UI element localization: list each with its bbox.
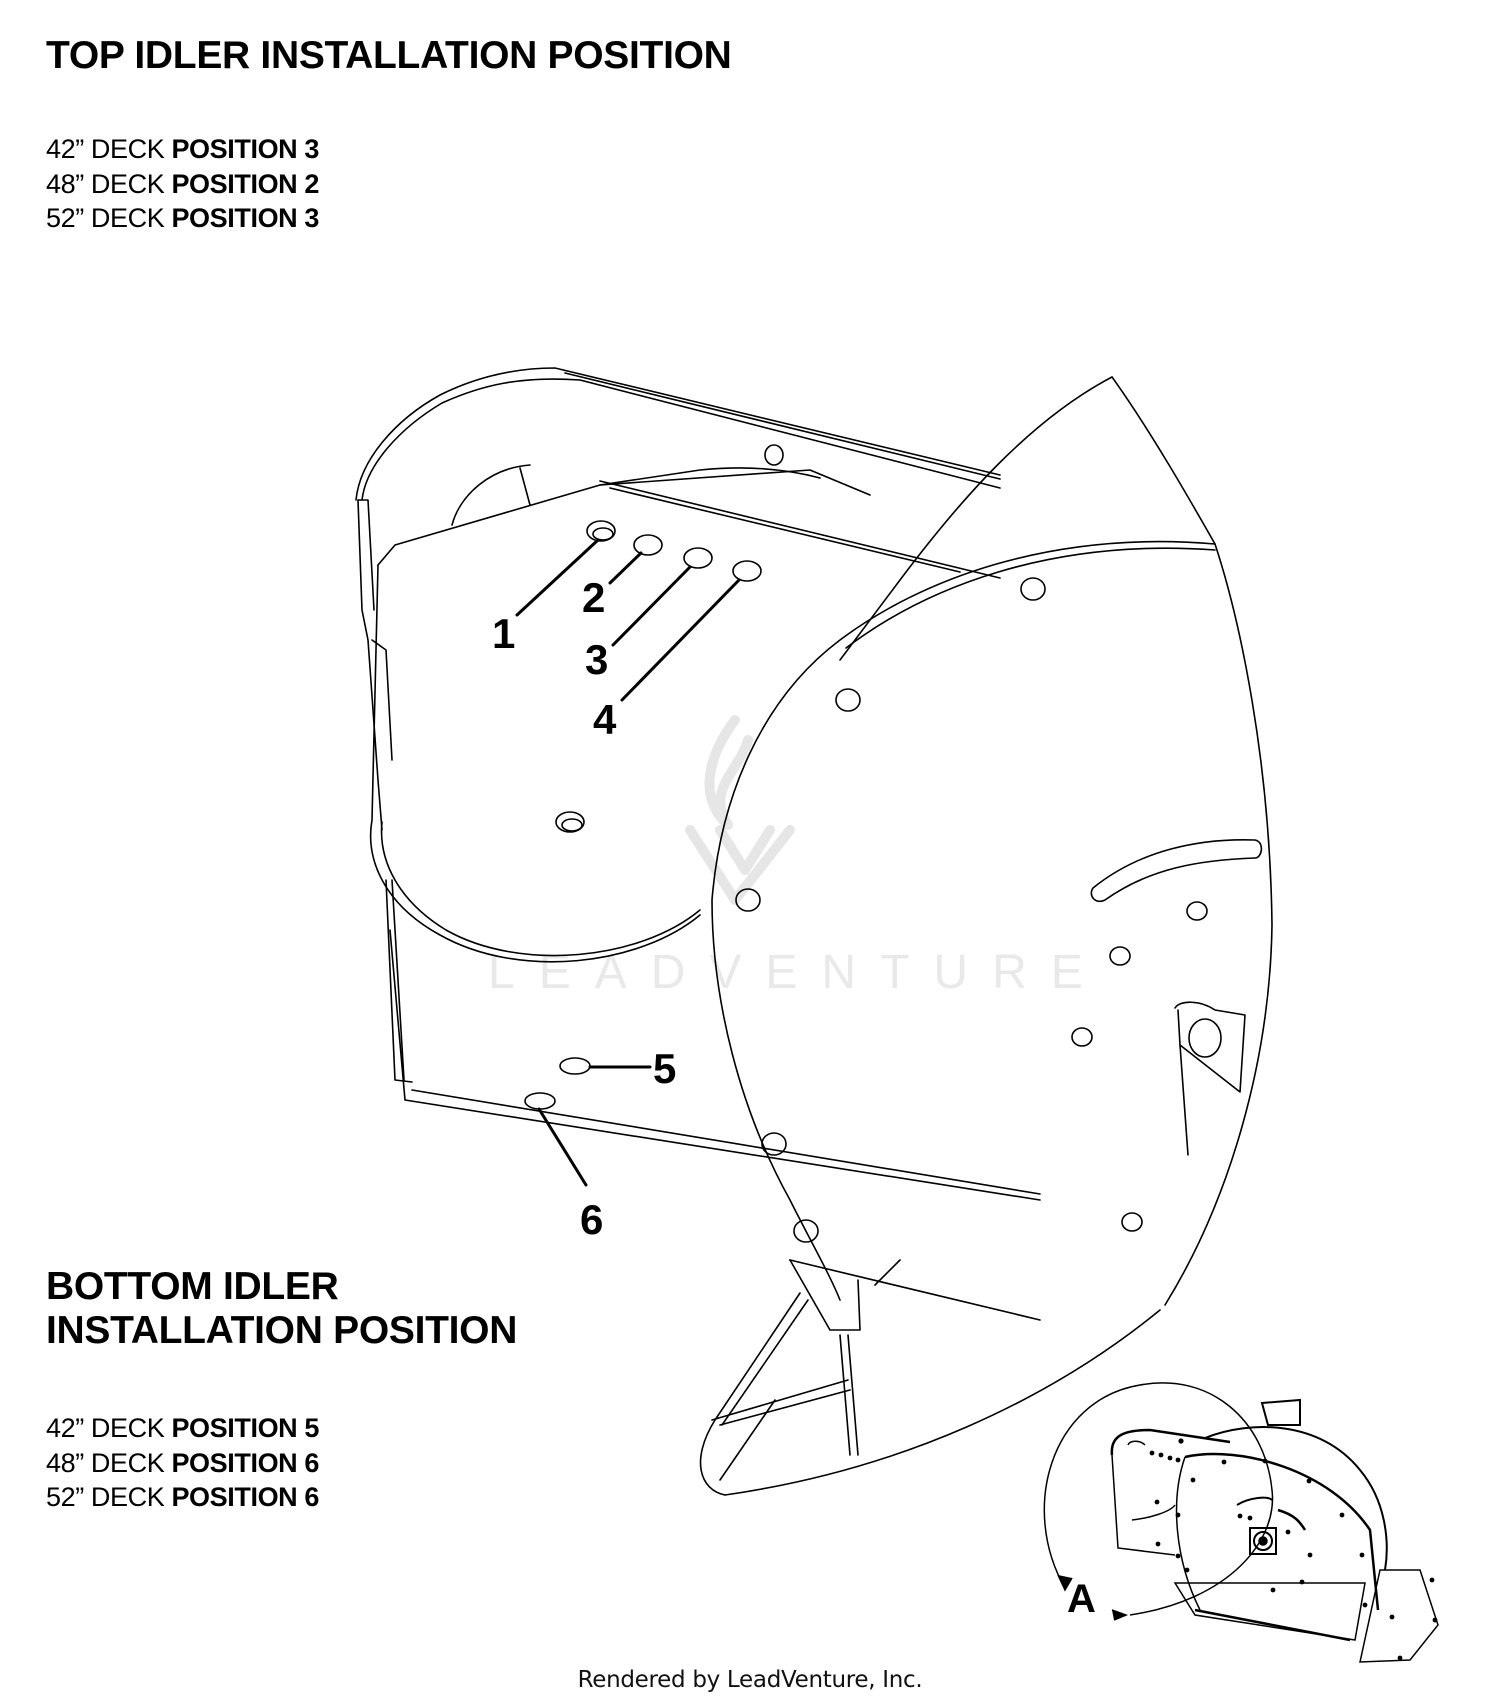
deck-size: 42” DECK: [46, 1413, 165, 1443]
deck-size: 42” DECK: [46, 134, 165, 164]
inset-view-label: A: [1067, 1577, 1096, 1621]
deck-position: POSITION 6: [171, 1482, 319, 1512]
spec-row: 42” DECK POSITION 5: [46, 1411, 319, 1446]
bottom-title-line-2: INSTALLATION POSITION: [46, 1309, 518, 1352]
callout-6: 6: [580, 1196, 603, 1243]
callout-5: 5: [653, 1045, 676, 1092]
bottom-idler-title: BOTTOM IDLER INSTALLATION POSITION: [46, 1265, 517, 1353]
watermark-logo-icon: [685, 715, 795, 905]
deck-size: 52” DECK: [46, 203, 165, 233]
top-idler-spec-list: 42” DECK POSITION 3 48” DECK POSITION 2 …: [46, 132, 319, 236]
callout-3: 3: [585, 636, 608, 683]
top-idler-title: TOP IDLER INSTALLATION POSITION: [46, 34, 732, 77]
idler-housing-outline: [355, 367, 1001, 501]
callout-2: 2: [582, 574, 605, 621]
bottom-idler-spec-list: 42” DECK POSITION 5 48” DECK POSITION 6 …: [46, 1411, 319, 1515]
deck-size: 48” DECK: [46, 1447, 165, 1478]
spec-row: 52” DECK POSITION 6: [46, 1480, 319, 1515]
deck-position: POSITION 6: [171, 1447, 319, 1478]
callout-4: 4: [593, 696, 617, 743]
watermark-text: LEADVENTURE: [488, 946, 1107, 999]
deck-position: POSITION 3: [171, 134, 319, 164]
spec-row: 48” DECK POSITION 6: [46, 1446, 319, 1481]
inset-view-drawing: [1043, 1382, 1439, 1663]
callout-1: 1: [492, 610, 515, 657]
deck-size: 52” DECK: [46, 1482, 165, 1512]
spec-row: 42” DECK POSITION 3: [46, 132, 319, 167]
deck-position: POSITION 5: [171, 1413, 319, 1443]
footer-credit: Rendered by LeadVenture, Inc.: [577, 1667, 923, 1693]
blower-disc: [1111, 376, 1273, 1306]
spec-row: 48” DECK POSITION 2: [46, 167, 319, 202]
deck-position: POSITION 2: [171, 168, 319, 199]
idler-plate: [369, 564, 701, 963]
deck-position: POSITION 3: [171, 203, 319, 233]
deck-size: 48” DECK: [46, 168, 165, 199]
bottom-title-line-1: BOTTOM IDLER: [46, 1265, 339, 1308]
spec-row: 52” DECK POSITION 3: [46, 201, 319, 236]
